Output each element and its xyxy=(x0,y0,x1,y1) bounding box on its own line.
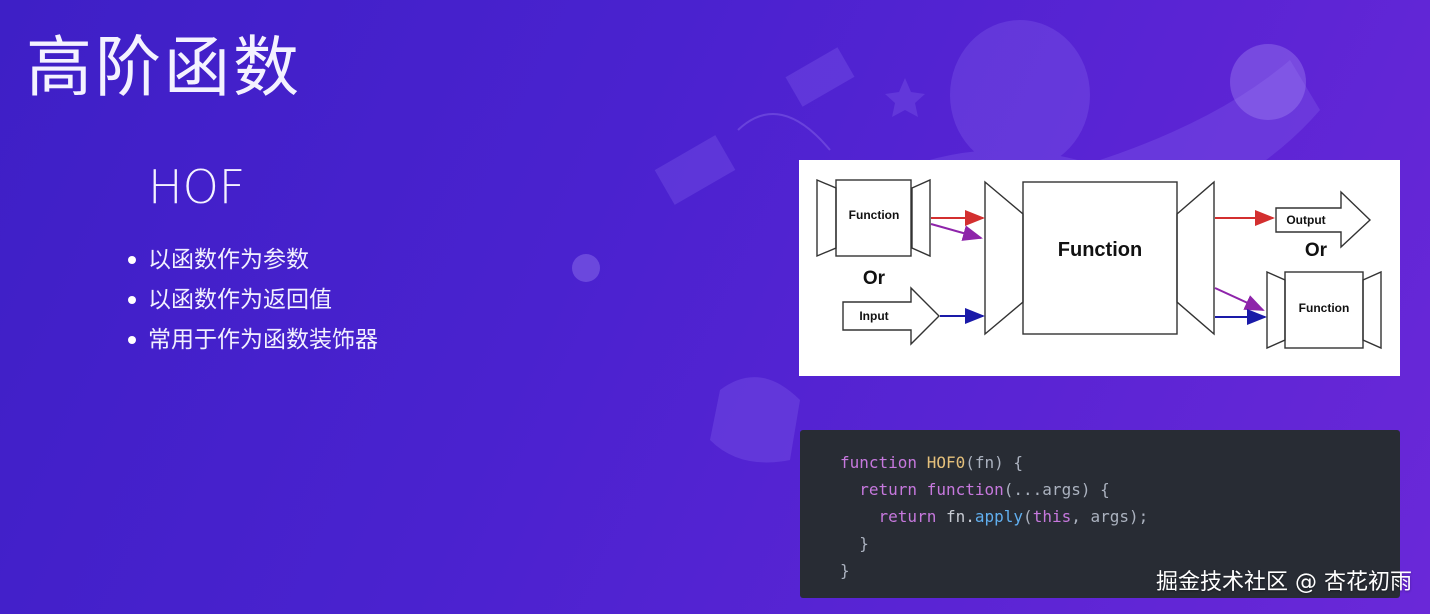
code-token: apply xyxy=(974,507,1024,526)
center-right-funnel xyxy=(1176,180,1215,336)
hof-diagram: Function Or Input Function Output Or Fun… xyxy=(799,160,1400,376)
code-line: return function(...args) { xyxy=(840,480,1110,499)
code-token: fn. xyxy=(945,507,975,526)
code-line: return fn.apply(this, args); xyxy=(840,507,1149,526)
input-label: Input xyxy=(859,309,888,323)
bullet-item: 以函数作为返回值 xyxy=(128,280,378,320)
code-token: function xyxy=(926,480,1004,499)
input-function-box xyxy=(835,179,912,257)
output-function-label: Function xyxy=(1299,301,1350,315)
code-token: , args); xyxy=(1071,507,1149,526)
output-label: Output xyxy=(1286,213,1325,227)
or-left-label: Or xyxy=(863,268,886,289)
bullet-item: 常用于作为函数装饰器 xyxy=(128,320,378,360)
code-text: function HOF0(fn) { return function(...a… xyxy=(800,430,1400,584)
output-function-right-funnel xyxy=(1362,270,1382,350)
code-line: function HOF0(fn) { xyxy=(840,453,1023,472)
output-function-left-funnel xyxy=(1266,270,1286,350)
center-function-label: Function xyxy=(1058,239,1142,261)
code-token xyxy=(840,507,879,526)
code-token: } xyxy=(840,534,869,553)
purple-arrow-out xyxy=(1214,287,1265,311)
code-token xyxy=(840,480,859,499)
code-block: function HOF0(fn) { return function(...a… xyxy=(800,430,1400,598)
code-token: (fn) { xyxy=(965,453,1024,472)
code-token: return xyxy=(878,507,946,526)
output-arrow-shape xyxy=(1275,190,1372,249)
code-token: return xyxy=(859,480,927,499)
hof-diagram-svg: Function Or Input Function Output Or Fun… xyxy=(816,178,1382,350)
input-function-left-funnel xyxy=(816,178,837,258)
input-function-right-funnel xyxy=(911,178,931,258)
center-left-funnel xyxy=(984,180,1024,336)
input-arrow-shape xyxy=(842,286,940,346)
section-title: HOF xyxy=(148,160,246,214)
code-token: this xyxy=(1032,507,1072,526)
code-token: HOF0 xyxy=(926,453,966,472)
code-token: (...args) { xyxy=(1003,480,1110,499)
purple-arrow-in xyxy=(930,223,983,241)
code-token: function xyxy=(840,453,927,472)
input-function-label: Function xyxy=(849,208,900,222)
code-line: } xyxy=(840,561,850,580)
code-line: } xyxy=(840,534,869,553)
code-token: } xyxy=(840,561,850,580)
watermark: 掘金技术社区 @ 杏花初雨 xyxy=(1156,570,1412,595)
or-right-label: Or xyxy=(1305,240,1328,261)
code-token: ( xyxy=(1023,507,1033,526)
bullet-item: 以函数作为参数 xyxy=(128,240,378,280)
bullet-list: 以函数作为参数 以函数作为返回值 常用于作为函数装饰器 xyxy=(128,240,378,360)
slide-title: 高阶函数 xyxy=(26,29,302,106)
